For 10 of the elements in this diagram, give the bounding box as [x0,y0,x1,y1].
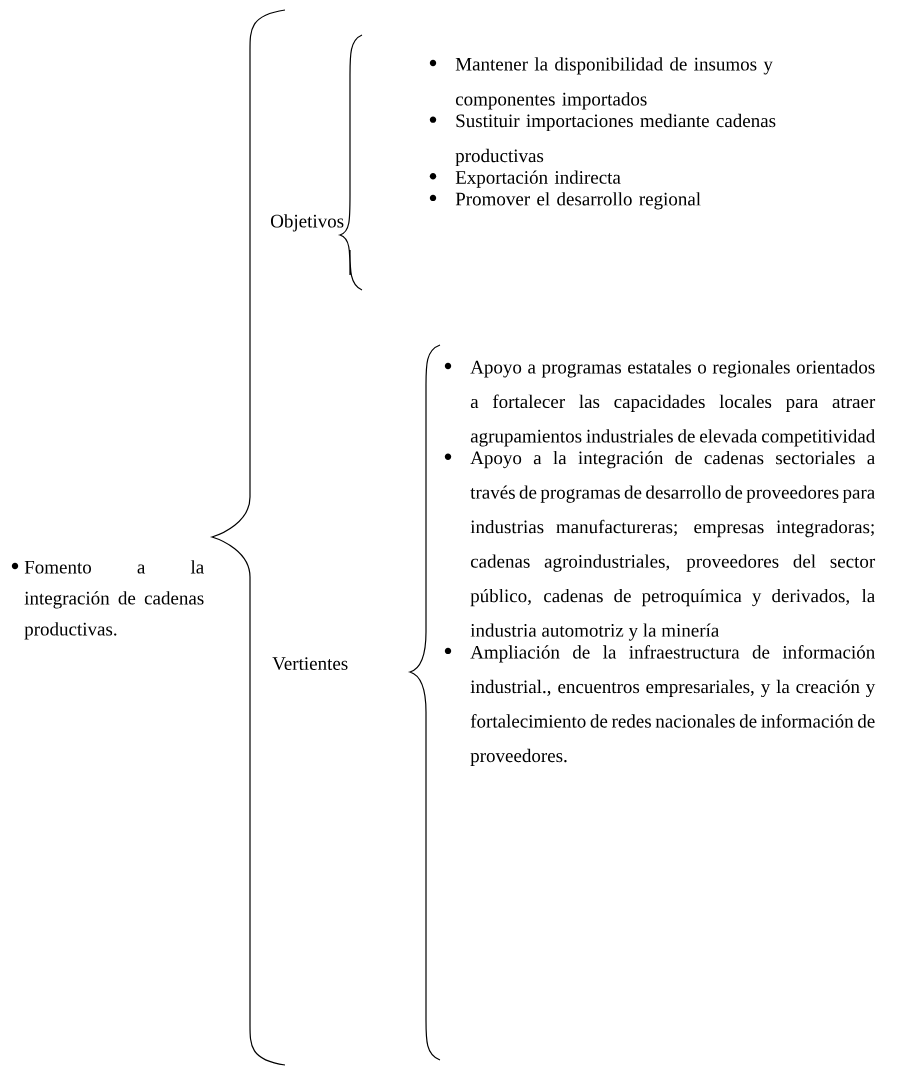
bullet-item: Sustituir importaciones mediante cadenas productivas [429,113,776,167]
bullet-item: Mantener la disponibilidad de insumos y componentes importados [429,57,773,110]
bullet-item: Ampliación de la infraestructura de información industrial., encuentros empresariales, y la creación y fortalecimiento de redes nacionales de información de proveedores. [444,645,876,766]
bullet-item: Exportación indirecta [429,170,621,188]
bullet-item: Apoyo a programas estatales o regionales orientados a fortalecer las capacidades locales para atraer agrupamientos industriales de elevada competitividad [444,360,876,447]
branch-label: Objetivos [271,214,344,232]
bullet-item: Promover el desarrollo regional [429,192,701,210]
bullet-item: Fomento a la integración de cadenas productivas. [11,560,204,640]
branch-label: Vertientes [272,657,348,671]
bullet-item: Apoyo a la integración de cadenas sectoriales a través de programas de desarrollo de proveedores para industrias manufactureras; empresas integradoras; cadenas agroindustriales, proveedores del sector público, cadenas de petroquímica y derivados, la industria automotriz y la minería [444,450,876,641]
